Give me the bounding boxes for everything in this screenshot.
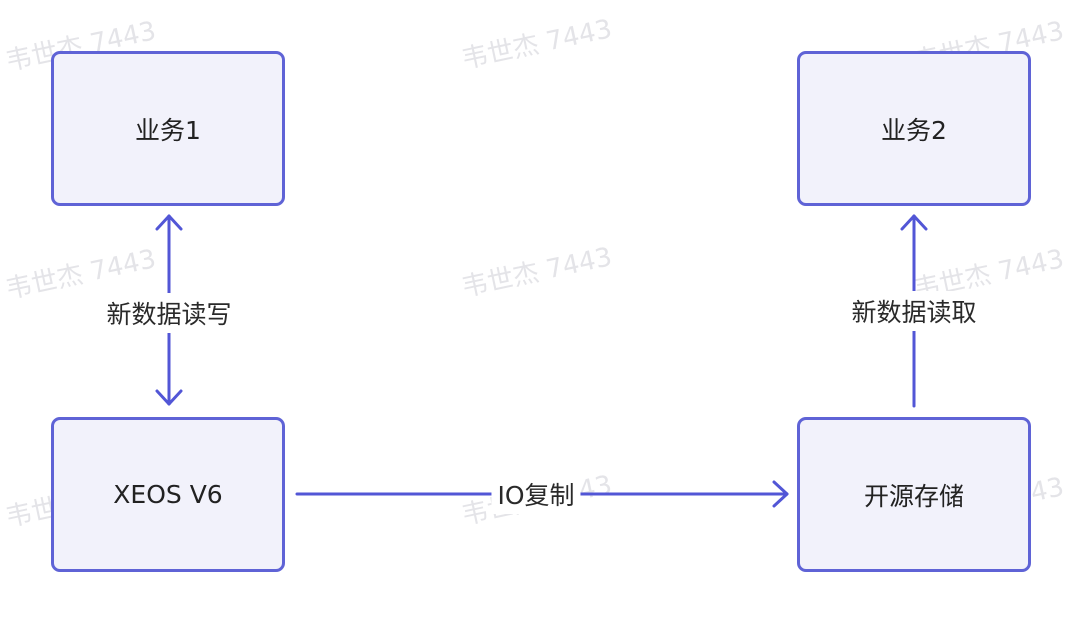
- node-xeos: XEOS V6: [51, 417, 285, 572]
- arrowhead-right: [772, 480, 789, 508]
- arrowhead-up: [900, 214, 928, 231]
- arrowhead-up: [155, 214, 183, 231]
- edge-label-read: 新数据读取: [845, 291, 983, 331]
- node-business-2: 业务2: [797, 51, 1031, 206]
- node-label: 业务1: [135, 115, 201, 145]
- arrowhead-down: [155, 389, 183, 406]
- edge-label-io-copy: IO复制: [491, 474, 581, 514]
- node-label: XEOS V6: [113, 480, 223, 509]
- node-label: 开源存储: [863, 481, 964, 511]
- node-open-storage: 开源存储: [797, 417, 1031, 572]
- node-label: 业务2: [881, 115, 947, 145]
- node-business-1: 业务1: [51, 51, 285, 206]
- edge-label-read-write: 新数据读写: [100, 293, 238, 333]
